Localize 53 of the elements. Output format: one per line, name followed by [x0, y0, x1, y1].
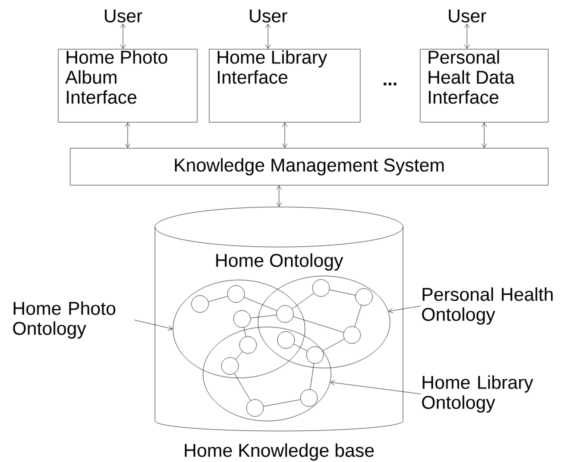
user-label: User: [448, 10, 486, 22]
link-line: [322, 338, 345, 352]
ontology-ellipse: [202, 326, 332, 422]
concept-circle: [221, 357, 239, 375]
concept-circle: [233, 310, 251, 328]
concept-circle: [343, 326, 361, 344]
arrow: [282, 122, 288, 148]
system-box: Knowledge Management System: [70, 148, 548, 186]
link-line: [329, 290, 356, 296]
link-line: [294, 344, 308, 352]
arrow: [120, 24, 126, 49]
user-label: User: [250, 10, 288, 22]
interface-box: Home Library Interface: [209, 49, 360, 122]
link-line: [354, 305, 362, 327]
link-line: [292, 292, 314, 310]
link-line: [208, 296, 228, 302]
concept-circle: [355, 288, 373, 306]
arrow: [125, 122, 130, 148]
arrow: [388, 306, 422, 314]
concept-circle: [239, 336, 257, 354]
concept-circle: [277, 331, 295, 349]
link-line: [235, 351, 243, 360]
arrow: [265, 24, 271, 49]
concept-circle: [312, 279, 330, 297]
concept-circle: [300, 389, 318, 407]
concept-circle: [306, 346, 324, 364]
user-label: User: [104, 10, 142, 22]
link-line: [263, 399, 301, 407]
link-line: [244, 297, 278, 311]
ontology-label: Home Library Ontology: [422, 375, 534, 413]
arrow: [330, 380, 422, 394]
interface-box: Home Photo Album Interface: [58, 49, 198, 122]
link-line: [250, 314, 277, 318]
arrow: [464, 24, 470, 49]
concept-circle: [191, 295, 209, 313]
ontology-ellipse: [172, 280, 306, 378]
ellipsis: ...: [384, 82, 396, 86]
concept-circle: [246, 399, 264, 417]
ontology-label: Home Photo Ontology: [13, 301, 116, 339]
link-line: [244, 327, 246, 337]
database-label: Home Knowledge base: [184, 443, 374, 461]
ontology-ellipse: [258, 276, 390, 368]
link-line: [234, 373, 251, 401]
arrow: [482, 122, 487, 148]
concept-circle: [276, 305, 294, 323]
database-cylinder: Home Ontology: [154, 206, 404, 432]
arrow: [276, 186, 282, 207]
concept-circle: [227, 285, 245, 303]
link-line: [310, 363, 314, 390]
link-line: [293, 316, 344, 333]
ontology-label: Personal Health Ontology: [422, 287, 553, 325]
interface-box: Personal Healt Data Interface: [420, 49, 548, 122]
arrow: [134, 320, 173, 331]
